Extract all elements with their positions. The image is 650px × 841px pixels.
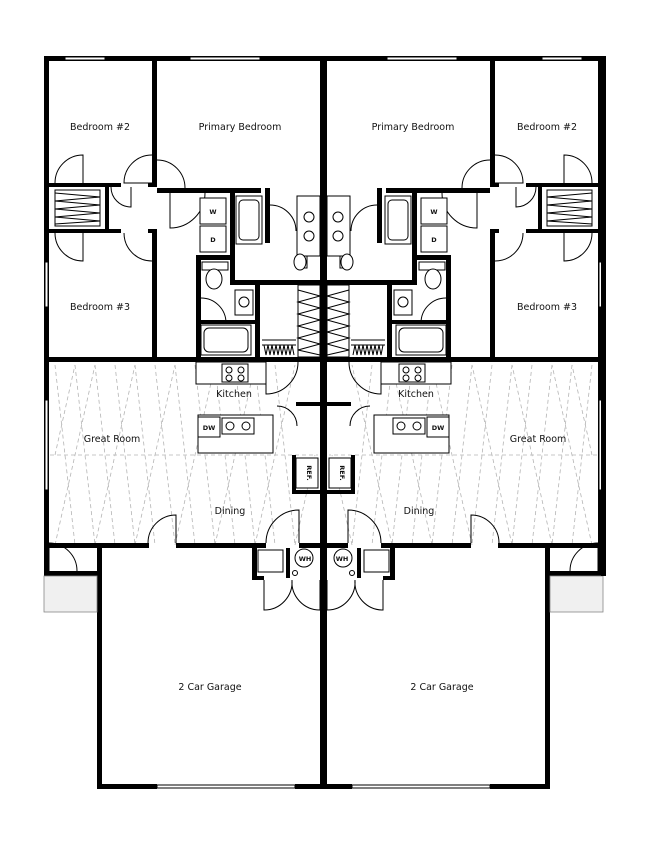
right-dryer-label: D bbox=[431, 236, 437, 244]
left-unit-labels: Bedroom #2 Primary Bedroom Bedroom #3 Ki… bbox=[70, 122, 313, 693]
left-bedroom-3-label: Bedroom #3 bbox=[70, 302, 130, 313]
right-refrigerator-label: REF. bbox=[338, 465, 346, 480]
right-unit-labels: Bedroom #2 Primary Bedroom Bedroom #3 Ki… bbox=[336, 122, 577, 693]
right-bedroom-2-label: Bedroom #2 bbox=[517, 122, 577, 133]
right-unit-drawing bbox=[319, 55, 604, 790]
right-primary-bedroom-label: Primary Bedroom bbox=[372, 122, 455, 133]
right-bedroom-3-label: Bedroom #3 bbox=[517, 302, 577, 313]
left-unit-drawing bbox=[43, 55, 328, 790]
right-kitchen-label: Kitchen bbox=[398, 389, 434, 400]
right-great-room-label: Great Room bbox=[510, 434, 567, 445]
left-washer-label: W bbox=[209, 208, 216, 216]
right-water-heater-label: WH bbox=[336, 555, 349, 563]
left-primary-bedroom-label: Primary Bedroom bbox=[199, 122, 282, 133]
right-dishwasher-label: DW bbox=[432, 424, 445, 432]
left-great-room-label: Great Room bbox=[84, 434, 141, 445]
left-dryer-label: D bbox=[210, 236, 216, 244]
right-dining-label: Dining bbox=[404, 506, 435, 517]
left-dishwasher-label: DW bbox=[203, 424, 216, 432]
right-garage-label: 2 Car Garage bbox=[410, 682, 473, 693]
left-dining-label: Dining bbox=[215, 506, 246, 517]
left-garage-label: 2 Car Garage bbox=[178, 682, 241, 693]
right-washer-label: W bbox=[430, 208, 437, 216]
left-bedroom-2-label: Bedroom #2 bbox=[70, 122, 130, 133]
right-exterior-wall bbox=[601, 56, 606, 576]
left-kitchen-label: Kitchen bbox=[216, 389, 252, 400]
left-water-heater-label: WH bbox=[299, 555, 312, 563]
left-refrigerator-label: REF. bbox=[305, 465, 313, 480]
